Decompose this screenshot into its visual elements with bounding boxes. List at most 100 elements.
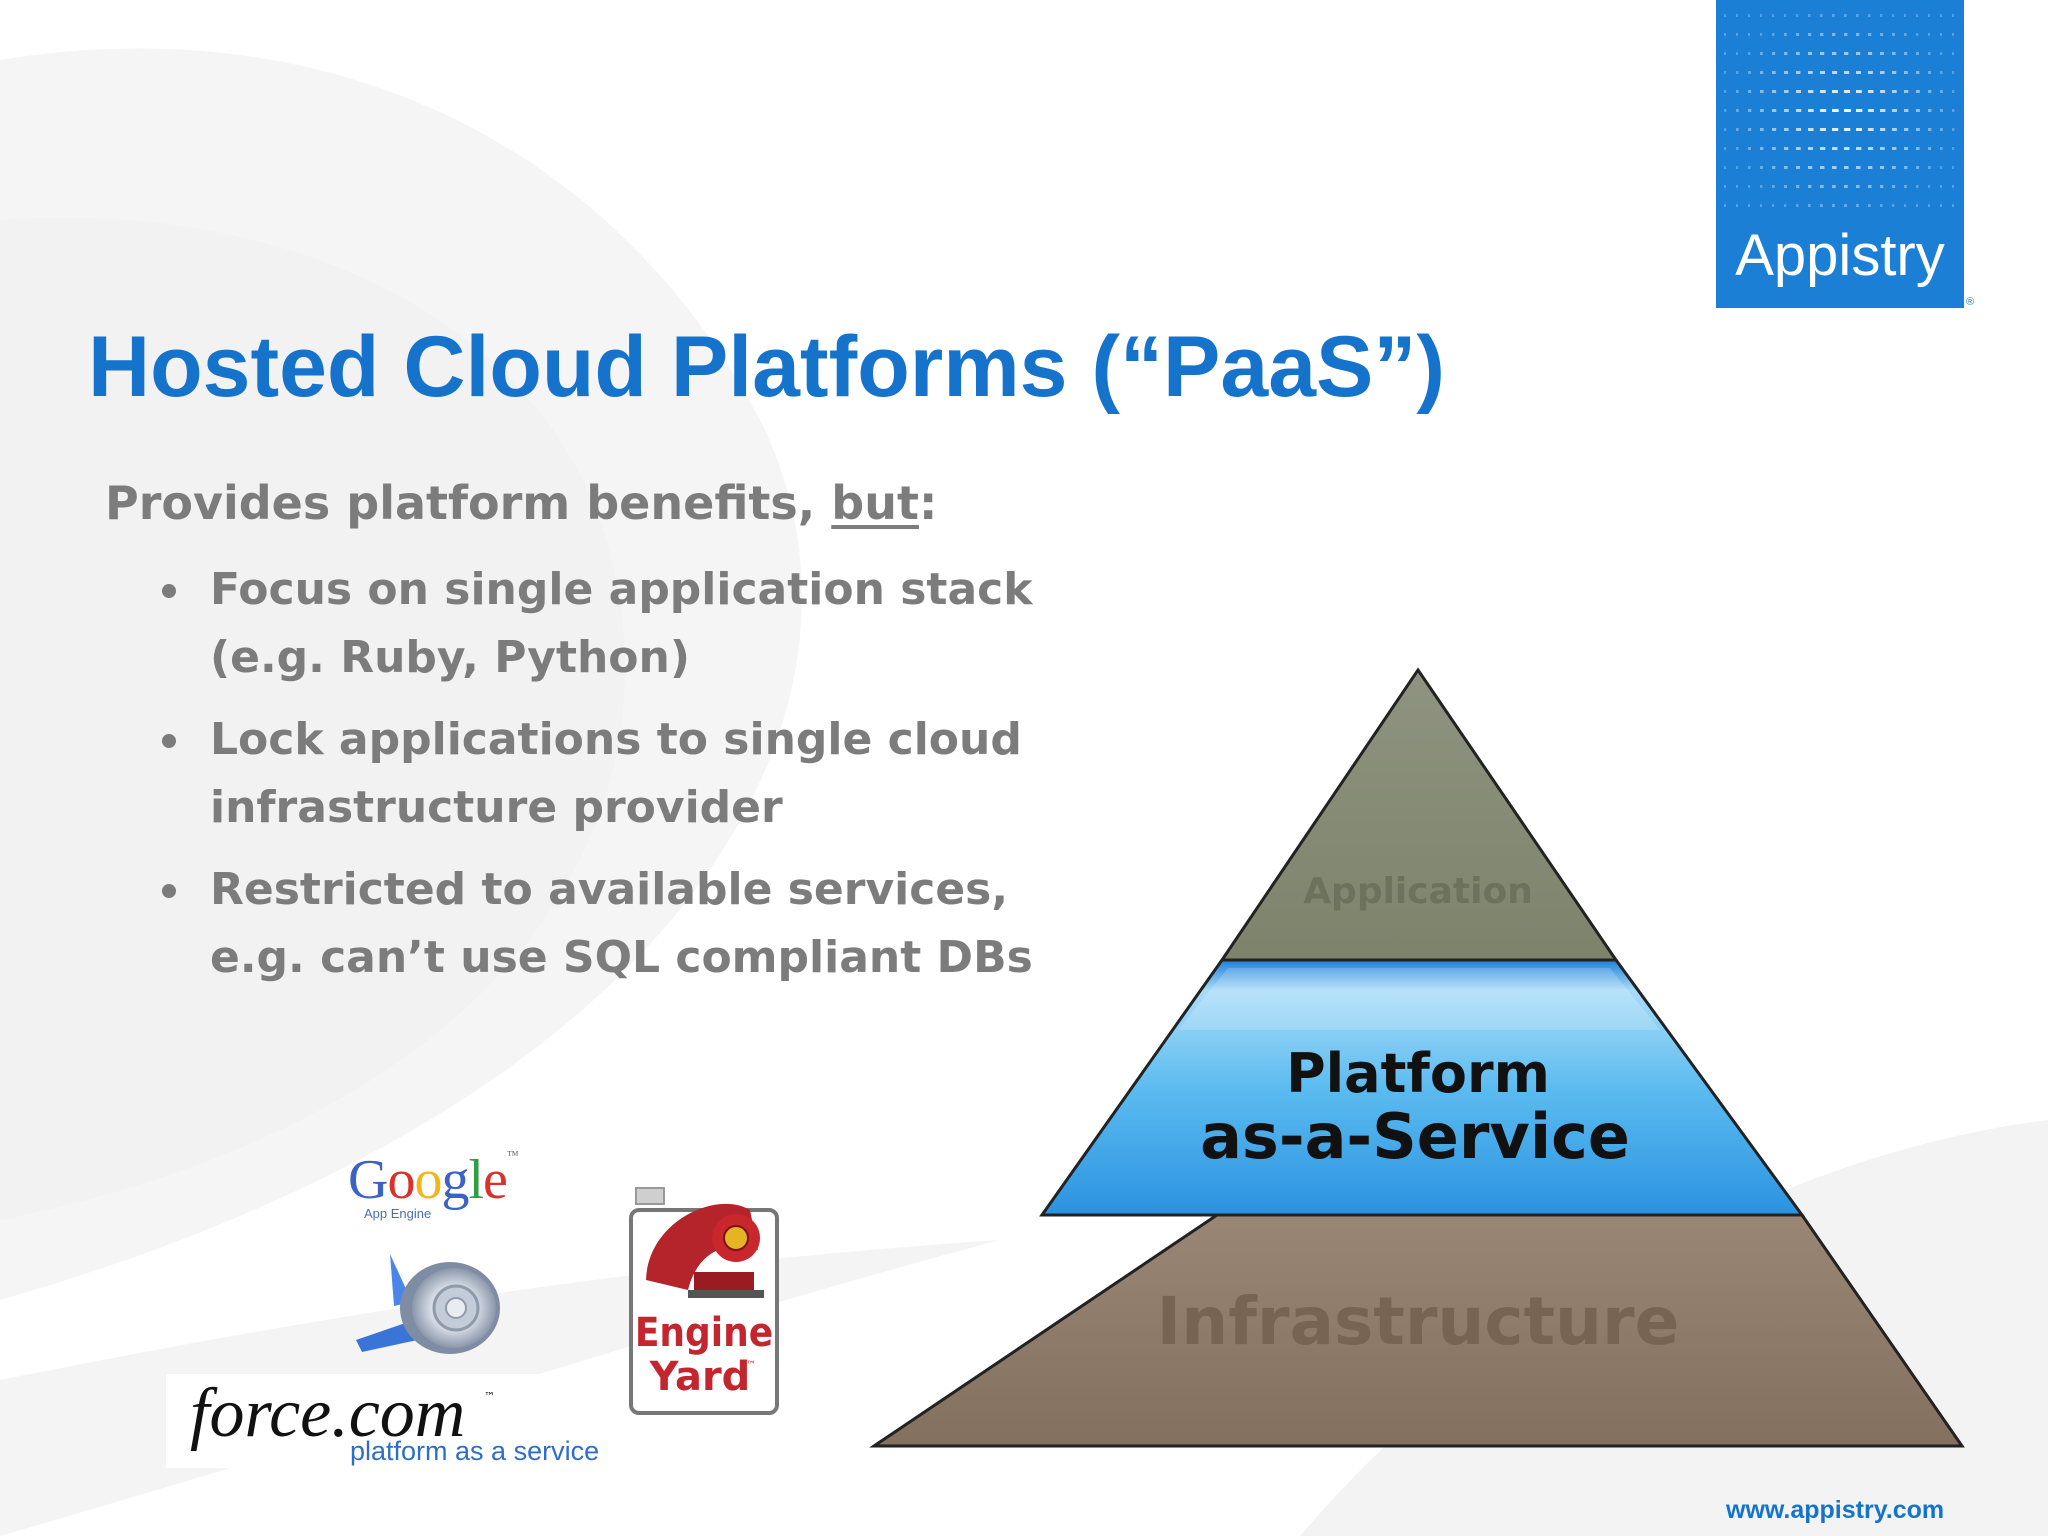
logo-dot — [1904, 33, 1907, 36]
logo-dot — [1724, 109, 1727, 112]
logo-dot — [1748, 204, 1750, 207]
logo-dot — [1880, 71, 1885, 74]
appistry-logo: Appistry — [1716, 0, 1964, 308]
logo-dot — [1928, 128, 1932, 131]
logo-dot — [1784, 90, 1789, 93]
logo-dot — [1952, 128, 1955, 131]
logo-dot — [1880, 14, 1883, 17]
logo-dot — [1904, 185, 1907, 188]
logo-dot — [1748, 166, 1751, 169]
logo-dot — [1808, 14, 1811, 17]
logo-dot — [1796, 204, 1799, 207]
logo-dot — [1928, 204, 1930, 207]
logo-dot — [1784, 14, 1787, 17]
google-letter-o1: o — [387, 1149, 415, 1211]
logo-dot — [1904, 128, 1909, 131]
logo-dot — [1928, 166, 1931, 169]
logo-dot — [1724, 147, 1727, 150]
google-app-engine-subtitle: App Engine — [364, 1206, 432, 1221]
logo-dot — [1808, 166, 1813, 169]
logo-dot — [1760, 185, 1763, 188]
logo-dot — [1772, 128, 1777, 131]
google-letter-g: G — [348, 1149, 388, 1211]
logo-dot — [1928, 14, 1930, 17]
logo-dot — [1916, 71, 1920, 74]
logo-dot — [1724, 33, 1726, 36]
logo-dot — [1868, 147, 1874, 150]
lead-text-underlined: but — [831, 476, 919, 530]
logo-dot — [1760, 166, 1763, 169]
logo-dot — [1772, 204, 1775, 207]
logo-dot — [1820, 14, 1823, 17]
engine-yard-logo: Engine Yard ™ — [629, 1187, 779, 1415]
logo-dot — [1952, 90, 1955, 93]
logo-dot — [1868, 14, 1871, 17]
logo-dot — [1820, 109, 1827, 112]
logo-dot — [1748, 185, 1751, 188]
pyramid-label-as-a-service: as-a-Service — [1200, 1100, 1630, 1173]
logo-dot — [1724, 166, 1726, 169]
logo-dot — [1772, 109, 1777, 112]
logo-dot — [1724, 71, 1726, 74]
force-subtitle: platform as a service — [350, 1436, 600, 1466]
logo-dot — [1736, 128, 1739, 131]
logo-dot — [1880, 147, 1885, 150]
bullet-dot-icon — [162, 584, 176, 598]
force-trademark: ™ — [484, 1390, 495, 1403]
logo-dot — [1784, 166, 1788, 169]
google-letter-g2: g — [441, 1149, 469, 1211]
logo-dot — [1736, 33, 1738, 36]
logo-dot — [1904, 204, 1907, 207]
logo-dot — [1760, 147, 1764, 150]
logo-dot — [1760, 71, 1764, 74]
logo-dot — [1940, 128, 1943, 131]
logo-dot — [1748, 14, 1750, 17]
logo-dot — [1928, 33, 1930, 36]
logo-dot — [1952, 33, 1954, 36]
logo-dot — [1940, 204, 1942, 207]
logo-dot — [1724, 185, 1726, 188]
logo-dot — [1832, 147, 1838, 150]
bullet-list: Focus on single application stack (e.g. … — [150, 556, 1110, 1006]
logo-dot — [1760, 109, 1764, 112]
logo-dot — [1916, 166, 1920, 169]
logo-dot — [1844, 109, 1851, 112]
logo-dot — [1724, 128, 1727, 131]
engine-yard-line1: Engine — [635, 1310, 773, 1356]
logo-dot — [1784, 128, 1789, 131]
logo-dot — [1832, 90, 1838, 93]
logo-dot — [1928, 185, 1931, 188]
logo-dot — [1868, 109, 1874, 112]
logo-dot — [1856, 71, 1862, 74]
logo-dot — [1796, 14, 1799, 17]
logo-dot — [1760, 33, 1763, 36]
logo-dot — [1748, 90, 1752, 93]
logo-dot — [1736, 14, 1738, 17]
logo-dot — [1748, 147, 1751, 150]
logo-dot — [1724, 14, 1726, 17]
pyramid-label-application: Application — [1303, 871, 1533, 912]
logo-dot — [1892, 204, 1895, 207]
logo-dot — [1856, 185, 1860, 188]
logo-dot — [1760, 204, 1762, 207]
logo-dot — [1772, 71, 1776, 74]
force-com-logo: force.com ™ platform as a service — [166, 1374, 599, 1468]
logo-dot-pattern — [1724, 14, 1955, 207]
logo-dot — [1916, 147, 1920, 150]
logo-dot — [1796, 128, 1802, 131]
logo-dot — [1724, 204, 1726, 207]
logo-dot — [1796, 71, 1801, 74]
pyramid-label-infrastructure: Infrastructure — [1157, 1283, 1680, 1360]
logo-dot — [1916, 90, 1920, 93]
logo-dot — [1832, 52, 1837, 55]
logo-dot — [1844, 71, 1850, 74]
logo-dot — [1820, 128, 1826, 131]
logo-dot — [1952, 109, 1955, 112]
logo-dot — [1796, 147, 1801, 150]
logo-dot — [1916, 33, 1919, 36]
logo-dot — [1892, 33, 1895, 36]
logo-dot — [1856, 90, 1862, 93]
pyramid-tier-application — [1219, 667, 1619, 962]
logo-dot — [1904, 166, 1908, 169]
logo-dot — [1916, 52, 1919, 55]
